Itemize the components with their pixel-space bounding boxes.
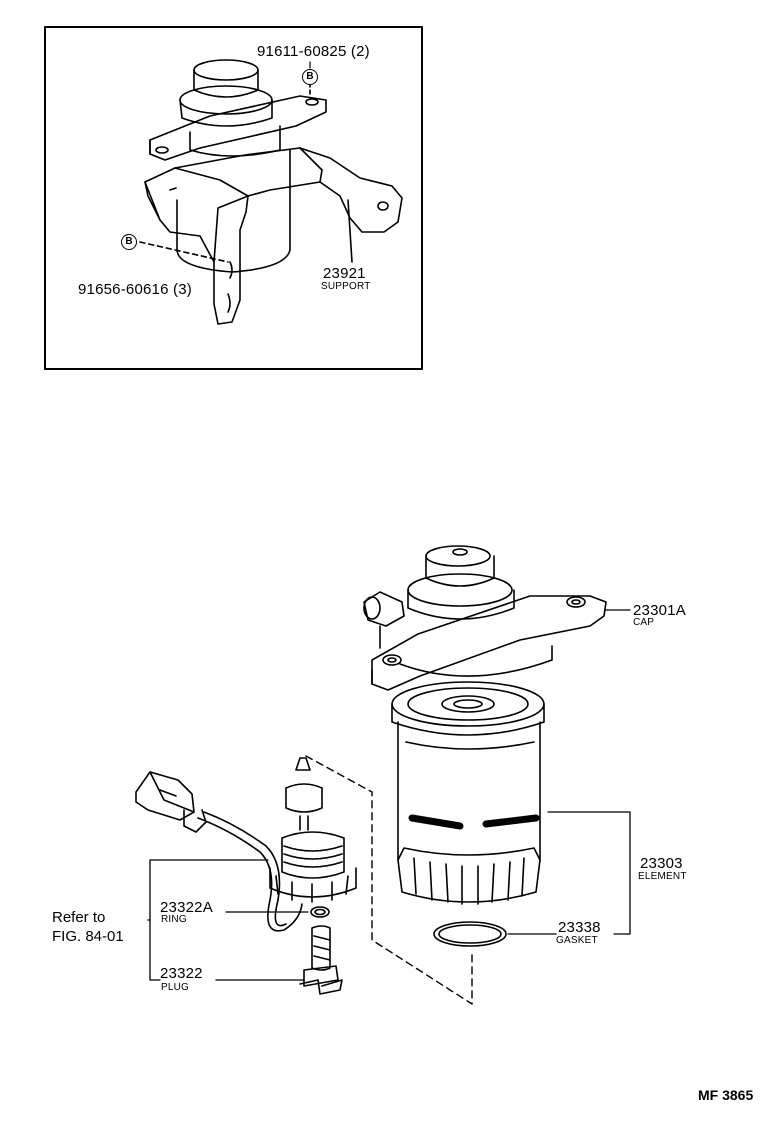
- cap-name: CAP: [633, 617, 655, 628]
- leader-lines: [147, 609, 631, 981]
- reference-line-1: Refer to: [52, 909, 106, 926]
- ring-name: RING: [161, 914, 187, 925]
- support-part-no: 23921: [323, 265, 366, 282]
- sensor-plug-assembly: [135, 757, 357, 995]
- bolt-top-label: 91611-60825 (2): [257, 44, 370, 59]
- plug-part-no: 23322: [160, 965, 203, 982]
- plug-name: PLUG: [161, 982, 190, 993]
- cap-part-no: 23301A: [633, 602, 686, 619]
- element-name: ELEMENT: [638, 871, 687, 882]
- inset-filter-assembly: [139, 59, 403, 325]
- bolt-side-qty: (3): [173, 281, 192, 298]
- bolt-symbol-top: B: [302, 69, 318, 85]
- element-part-no: 23303: [640, 855, 683, 872]
- bolt-side-part-no: 91656-60616: [78, 281, 169, 298]
- support-name: SUPPORT: [321, 281, 371, 292]
- bolt-symbol-side: B: [121, 234, 137, 250]
- reference-line-2: FIG. 84-01: [52, 928, 124, 945]
- filter-element: [391, 681, 545, 905]
- figure-code: MF 3865: [698, 1087, 754, 1103]
- gasket-name: GASKET: [556, 935, 598, 946]
- cap-assembly: [363, 545, 607, 691]
- gasket-ring: [433, 921, 507, 947]
- bolt-top-part-no: 91611-60825: [257, 43, 347, 60]
- ring-part-no: 23322A: [160, 899, 213, 916]
- inset-frame: [44, 26, 423, 370]
- bolt-top-qty: (2): [350, 43, 370, 60]
- gasket-part-no: 23338: [558, 919, 601, 936]
- bolt-side-label: 91656-60616 (3): [78, 282, 192, 297]
